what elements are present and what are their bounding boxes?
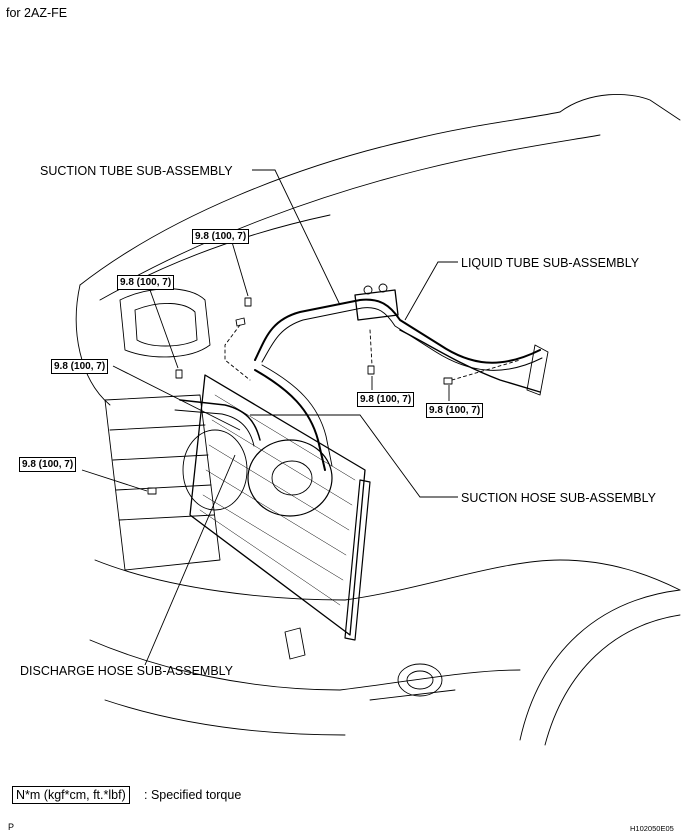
compressor-body	[247, 439, 333, 517]
suction-hose-b	[174, 409, 255, 447]
legend-unit-box: N*m (kgf*cm, ft.*lbf)	[12, 786, 130, 804]
fog-lamp	[397, 663, 443, 697]
leader-suction-tube	[252, 169, 341, 306]
fitting-port-1	[363, 285, 373, 295]
suction-tube-label: SUCTION TUBE SUB-ASSEMBLY	[40, 164, 233, 178]
liquid-tube	[399, 329, 541, 393]
leader-suction-hose	[250, 414, 458, 498]
wheel-arch-inner	[544, 614, 681, 746]
suction-hose	[179, 399, 261, 441]
bolt-path-1	[224, 324, 251, 381]
grille-slat-4	[118, 514, 215, 521]
fan-shroud	[182, 429, 248, 511]
bolt-2	[235, 317, 246, 327]
discharge-hose-inner	[261, 364, 333, 467]
bolt-1	[244, 297, 252, 307]
bolt-5	[443, 377, 453, 385]
fitting-port-2	[378, 283, 388, 293]
leader-torque-3	[112, 365, 241, 431]
bolt-path-3	[451, 359, 521, 381]
discharge-hose	[254, 369, 326, 471]
wheel-arch	[519, 589, 681, 741]
condenser-fins	[199, 394, 356, 606]
bolt-3	[175, 369, 183, 379]
torque-box-3: 9.8 (100, 7)	[51, 359, 109, 374]
compressor-hub	[271, 460, 313, 496]
bumper-bottom	[89, 639, 341, 691]
headlamp-outline	[119, 288, 211, 358]
fog-lamp-inner	[406, 670, 434, 690]
bumper-lower	[104, 699, 346, 736]
suction-tube-inner	[261, 307, 543, 371]
bolt-4	[367, 365, 375, 375]
legend-description: : Specified torque	[144, 788, 242, 802]
hood-edge	[119, 134, 601, 286]
leader-torque-1	[231, 241, 249, 297]
leader-torque-2	[149, 289, 179, 369]
bolt-path-2	[369, 329, 373, 366]
engine-label: for 2AZ-FE	[6, 6, 68, 20]
torque-box-1: 9.8 (100, 7)	[192, 229, 250, 244]
hood-outline	[79, 111, 561, 286]
leader-discharge-hose	[144, 454, 236, 666]
headlamp-inner	[134, 302, 198, 347]
condenser-tank	[344, 479, 371, 641]
body-side-lower	[339, 669, 521, 691]
suction-hose-label: SUCTION HOSE SUB-ASSEMBLY	[461, 491, 656, 505]
grille-slat-1	[109, 424, 206, 431]
torque-box-5: 9.8 (100, 7)	[426, 403, 484, 418]
bolt-6	[147, 487, 157, 495]
bumper-top	[94, 559, 346, 601]
grille-slat-3	[115, 484, 212, 491]
liquid-tube-end	[526, 344, 549, 396]
body-side	[344, 559, 681, 601]
figure-id: H102050E05	[630, 824, 674, 833]
condenser-frame	[189, 374, 366, 636]
small-marker	[284, 627, 306, 660]
suction-tube	[254, 298, 541, 364]
page-marker: P	[8, 822, 15, 832]
grille-slat-2	[112, 454, 209, 461]
torque-box-6: 9.8 (100, 7)	[19, 457, 77, 472]
leader-torque-6	[81, 469, 148, 492]
torque-box-2: 9.8 (100, 7)	[117, 275, 175, 290]
fender-line	[75, 284, 111, 406]
discharge-hose-label: DISCHARGE HOSE SUB-ASSEMBLY	[20, 664, 234, 678]
grille-frame	[104, 394, 221, 571]
torque-box-4: 9.8 (100, 7)	[357, 392, 415, 407]
hood-corner	[559, 93, 681, 121]
lower-grille	[369, 689, 456, 701]
fitting-block	[354, 289, 399, 321]
liquid-tube-label: LIQUID TUBE SUB-ASSEMBLY	[461, 256, 640, 270]
leader-liquid-tube	[404, 261, 458, 321]
